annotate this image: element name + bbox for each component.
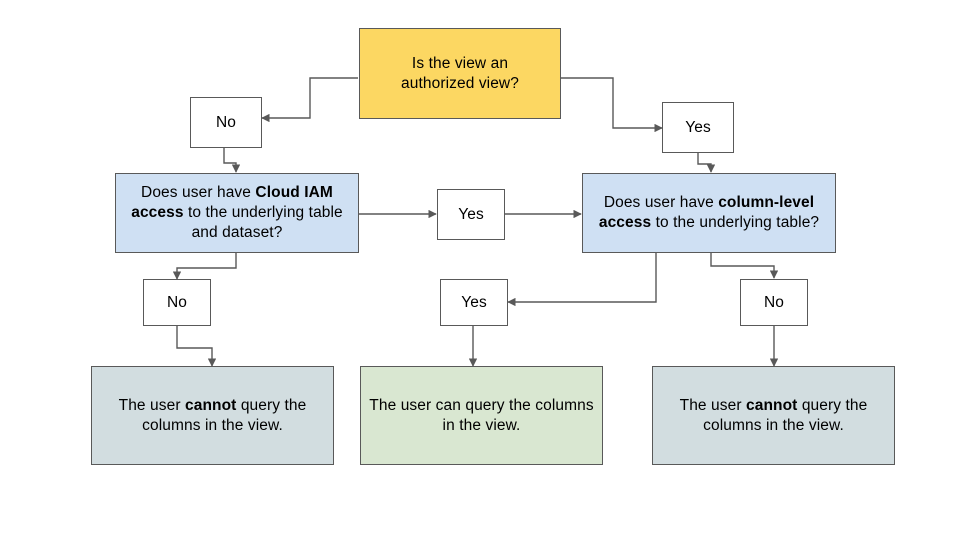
edge-columnlevel-to-yes [507,253,657,307]
decision-is-authorized-view-text: Is the view an authorized view? [393,54,527,94]
label-yes-column-level-text: Yes [461,293,487,311]
outcome-left-part-2: query the columns in the view. [142,396,307,434]
outcome-cannot-query-right[interactable]: The user cannot query the columns in the… [652,366,895,465]
edge-columnlevel-to-no [710,253,779,279]
edge-cloudiam-to-no [172,253,237,280]
outcome-right-part-1: The user [679,396,746,414]
label-yes-column-level[interactable]: Yes [440,279,508,326]
label-yes-authorized-view-text: Yes [685,118,711,136]
decision-column-level-access-text: Does user have column-level access to th… [583,193,835,233]
cloud-iam-bold-1: Cloud IAM access [131,184,333,222]
decision-cloud-iam-access[interactable]: Does user have Cloud IAM access to the u… [115,173,359,253]
label-yes-cloud-iam-text: Yes [458,205,484,223]
outcome-right-part-2: query the columns in the view. [703,396,868,434]
column-level-part-1: Does user have [603,194,719,212]
edge-yes-to-columnlevel [697,153,716,173]
outcome-left-part-1: The user [118,396,185,414]
edge-no-to-cloudiam [223,148,241,173]
cloud-iam-part-1: Does user have [141,184,256,202]
column-level-part-2: to the underlying table? [651,214,820,231]
column-level-bold-1: column-level access [598,194,815,231]
outcome-right-bold-1: cannot [746,396,798,414]
label-no-authorized-view[interactable]: No [190,97,262,148]
label-no-cloud-iam-text: No [166,293,187,311]
outcome-cannot-query-left-text: The user cannot query the columns in the… [92,396,333,436]
decision-is-authorized-view[interactable]: Is the view an authorized view? [359,28,561,119]
outcome-cannot-query-left[interactable]: The user cannot query the columns in the… [91,366,334,465]
outcome-left-bold-1: cannot [185,396,237,414]
label-no-cloud-iam[interactable]: No [143,279,211,326]
edge-no-to-outcome-left [176,326,217,367]
decision-line-2: authorized view? [401,74,519,92]
cloud-iam-part-2: to the underlying table and dataset? [183,204,343,241]
edge-authorizedview-to-yes [561,77,663,133]
outcome-can-query-middle[interactable]: The user can query the columns in the vi… [360,366,603,465]
label-yes-authorized-view[interactable]: Yes [662,102,734,153]
decision-cloud-iam-access-text: Does user have Cloud IAM access to the u… [116,183,358,242]
label-yes-cloud-iam[interactable]: Yes [437,189,505,240]
label-no-authorized-view-text: No [215,113,236,131]
label-no-column-level-text: No [763,293,784,311]
label-no-column-level[interactable]: No [740,279,808,326]
outcome-can-query-middle-text: The user can query the columns in the vi… [369,396,594,434]
outcome-cannot-query-right-text: The user cannot query the columns in the… [653,396,894,436]
decision-line-1: Is the view an [411,54,509,72]
edge-authorizedview-to-no [261,77,358,123]
decision-column-level-access[interactable]: Does user have column-level access to th… [582,173,836,253]
